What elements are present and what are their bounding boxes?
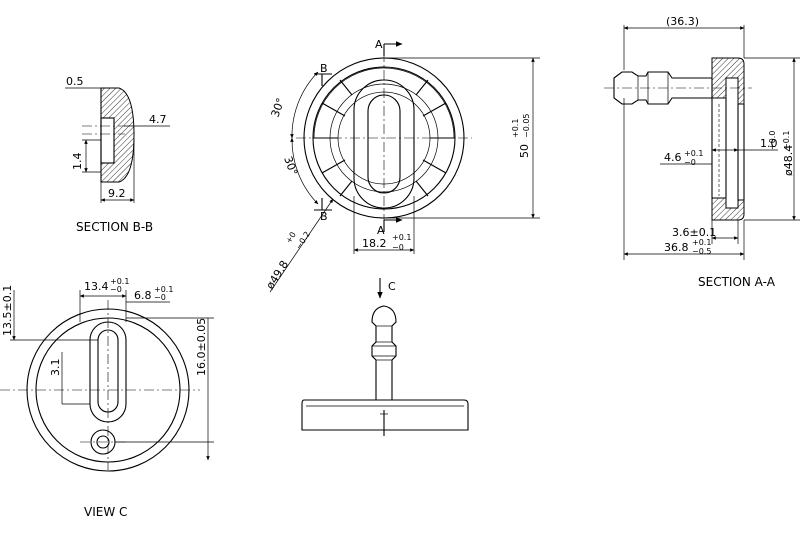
dim-front-slot: 18.2 (362, 237, 387, 250)
dim-front-dia: ø49.8 (264, 258, 292, 291)
dim-bb-right: 4.7 (149, 113, 167, 126)
dim-aa-overall-tol-lower: −0.5 (692, 247, 711, 256)
dim-front-slot-tol-upper: +0.1 (392, 233, 411, 242)
dim-c-top-b-tol-lower: −0 (154, 293, 166, 302)
dim-aa-dia: ø48.4 (782, 145, 795, 176)
dim-aa-top: (36.3) (666, 15, 699, 28)
dim-bb-bottom: 9.2 (108, 187, 126, 200)
dim-aa-overall: 36.8 (664, 241, 689, 254)
dim-c-top-a: 13.4 (84, 280, 109, 293)
section-aa-view: (36.3) ø48.4 +0.0 −0.1 1.0 4.6 +0.1 −0 (604, 15, 800, 289)
dim-c-top-b: 6.8 (134, 289, 152, 302)
dim-bb-top: 0.5 (66, 75, 84, 88)
dim-aa-hole-tol-upper: +0.1 (684, 149, 703, 158)
dim-aa-overall-tol-upper: +0.1 (692, 238, 711, 247)
dim-aa-dia-tol-upper: +0.0 (768, 131, 777, 150)
dim-front-height-tol-lower: −0.05 (522, 113, 531, 138)
dim-c-inner: 3.1 (49, 359, 62, 377)
dim-aa-depth: 3.6±0.1 (672, 226, 716, 239)
dim-aa-hole-tol-lower: −0 (684, 158, 696, 167)
dim-c-left: 13.5±0.1 (1, 285, 14, 336)
dim-front-slot-tol-lower: −0 (392, 243, 404, 252)
dim-c-top-a-tol-upper: +0.1 (110, 277, 129, 286)
dim-c-top-a-tol-lower: −0 (110, 285, 122, 294)
section-b-label-top: B (320, 62, 328, 75)
section-bb-view: 0.5 4.7 1.4 9.2 SECTION B-B (65, 75, 170, 234)
dim-aa-dia-tol-lower: −0.1 (782, 131, 791, 150)
dim-c-top-b-tol-upper: +0.1 (154, 285, 173, 294)
section-a-label-top: A (375, 38, 383, 51)
dim-front-height: 50 (518, 144, 531, 158)
dim-aa-small: 1.0 (760, 137, 778, 150)
dim-aa-hole: 4.6 (664, 151, 682, 164)
dim-front-height-tol-upper: +0.1 (511, 119, 520, 138)
side-view: C (301, 278, 469, 436)
section-bb-title: SECTION B-B (76, 220, 153, 234)
view-c-title: VIEW C (84, 505, 127, 519)
section-b-label-bottom: B (320, 210, 328, 223)
dim-c-right: 16.0±0.05 (195, 318, 208, 376)
dim-bb-left: 1.4 (71, 153, 84, 171)
section-aa-title: SECTION A-A (698, 275, 776, 289)
view-c: 13.5±0.1 13.4 +0.1 −0 6.8 +0.1 −0 3.1 16… (0, 277, 214, 519)
view-c-arrow-label: C (388, 280, 396, 293)
angle-top: 30° (269, 96, 288, 119)
section-a-label-bottom: A (377, 224, 385, 237)
angle-bottom: 30° (281, 155, 300, 178)
dim-front-dia-tol-lower: −0.2 (294, 230, 312, 251)
front-view: A A B B 30° 30° 50 +0.1 −0.05 18.2 +0.1 … (264, 38, 540, 293)
